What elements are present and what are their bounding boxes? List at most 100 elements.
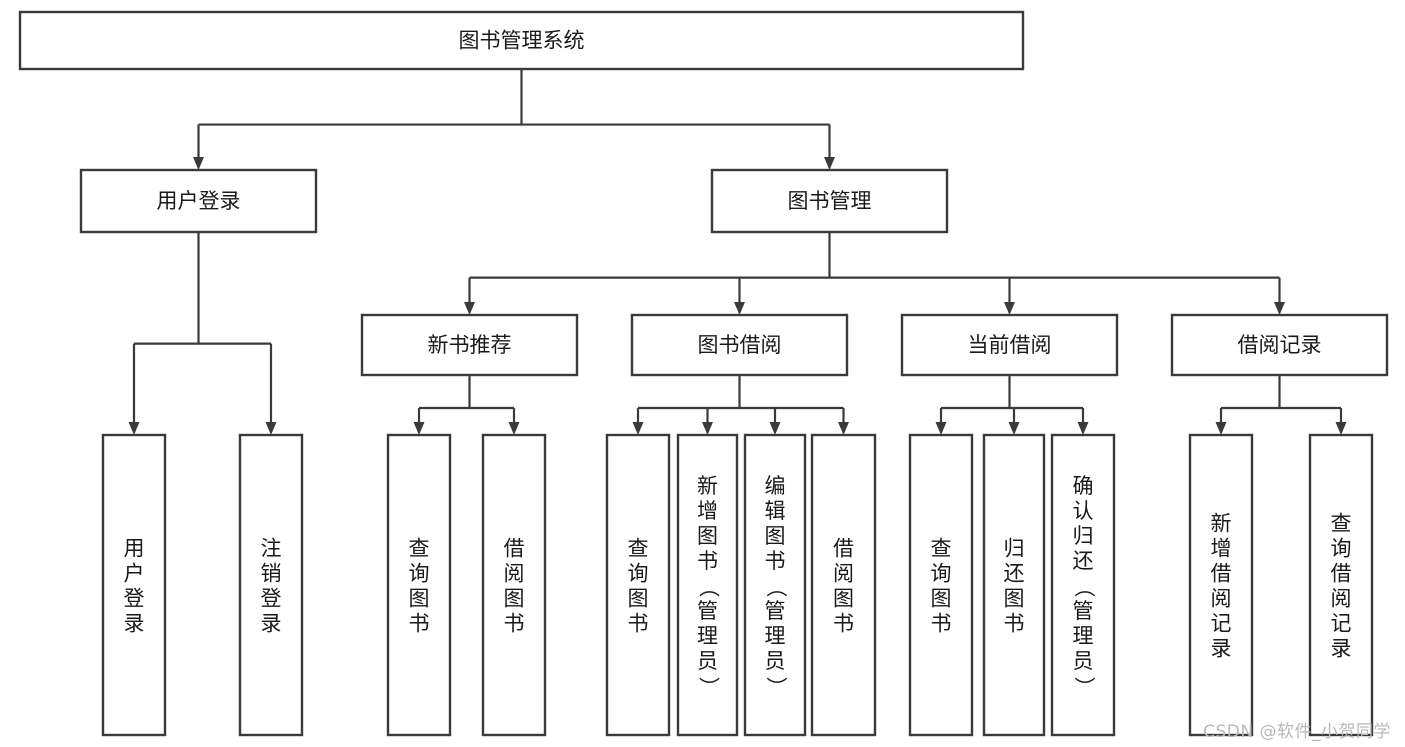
node-label-char: （: [1072, 577, 1096, 598]
node-label-char: 确: [1073, 474, 1094, 498]
node-borrow-record[interactable]: 借阅记录: [1170, 313, 1389, 377]
node-box: [908, 433, 974, 737]
node-box: [710, 168, 949, 234]
node-label-char: 查: [409, 537, 430, 561]
connector-arrow-icon: [508, 422, 520, 435]
node-label-char: 书: [765, 549, 786, 573]
node-label-char: 借: [504, 537, 525, 561]
connector-arrow-icon: [413, 422, 425, 435]
node-label-char: 阅: [1331, 587, 1352, 611]
node-label-char: 借: [1331, 562, 1352, 586]
node-label: 用户登录: [157, 189, 241, 213]
node-label-char: 管: [765, 599, 786, 623]
node-label-char: 图: [628, 587, 649, 611]
node-layer: 图书管理系统用户登录图书管理新书推荐图书借阅当前借阅借阅记录用户登录注销登录查询…: [18, 10, 1389, 737]
node-label-char: 理: [765, 624, 786, 648]
node-label-char: 录: [261, 612, 282, 636]
node-label-char: 图: [409, 587, 430, 611]
node-label-char: 阅: [1211, 587, 1232, 611]
node-label-char: 归: [1073, 524, 1094, 548]
node-current-borrow[interactable]: 当前借阅: [900, 313, 1119, 377]
node-box: [676, 433, 739, 737]
node-label-char: 书: [504, 612, 525, 636]
node-label-char: 增: [1211, 537, 1232, 561]
connector-arrow-icon: [632, 422, 644, 435]
node-label-char: 借: [1211, 562, 1232, 586]
node-label-char: 登: [261, 587, 282, 611]
connector-arrow-icon: [935, 422, 947, 435]
connector-arrow-icon: [734, 302, 745, 315]
node-label: 新书推荐: [428, 333, 512, 357]
node-label-char: 注: [261, 537, 282, 561]
node-label-char: 员: [765, 649, 786, 673]
node-label-char: 辑: [765, 499, 786, 523]
node-user-login[interactable]: 用户登录: [79, 168, 318, 234]
node-label-char: 户: [124, 562, 145, 586]
node-label-char: 借: [833, 537, 854, 561]
connector-arrow-icon: [464, 302, 475, 315]
node-box: [386, 433, 452, 737]
connector-arrow-icon: [1077, 422, 1089, 435]
node-label-char: 图: [765, 524, 786, 548]
node-box: [605, 433, 671, 737]
node-label-char: 查: [931, 537, 952, 561]
node-label-char: 管: [697, 599, 718, 623]
node-box: [1170, 313, 1389, 377]
connector-arrow-icon: [769, 422, 781, 435]
node-label-char: 录: [1331, 637, 1352, 661]
node-box: [1050, 433, 1116, 737]
node-label-char: （: [764, 577, 788, 598]
node-label-char: （: [697, 577, 721, 598]
node-box: [1308, 433, 1374, 737]
node-label-char: 书: [931, 612, 952, 636]
node-label-char: 还: [1073, 549, 1094, 573]
node-label-char: 记: [1211, 612, 1232, 636]
node-label-char: 图: [697, 524, 718, 548]
node-label-char: 查: [1331, 512, 1352, 536]
node-label-char: 录: [124, 612, 145, 636]
connector-arrow-icon: [193, 157, 204, 170]
node-label-char: 图: [931, 587, 952, 611]
connector-arrow-icon: [702, 422, 713, 435]
node-leaf-user-login[interactable]: 用户登录: [101, 433, 167, 737]
node-label-char: 新: [1211, 512, 1232, 536]
node-label-char: ）: [764, 677, 788, 698]
node-label-char: 编: [765, 474, 786, 498]
watermark-text: CSDN @软件_小贺同学: [1203, 722, 1391, 742]
node-root[interactable]: 图书管理系统: [18, 10, 1025, 71]
node-label-char: 增: [697, 499, 718, 523]
node-label-char: ）: [697, 677, 721, 698]
node-label-char: 图: [504, 587, 525, 611]
node-label-char: 询: [409, 562, 430, 586]
node-label-char: 询: [931, 562, 952, 586]
connector-arrow-icon: [1274, 302, 1285, 315]
node-label-char: 图: [833, 587, 854, 611]
connector-arrow-icon: [1004, 302, 1015, 315]
node-label: 图书管理系统: [459, 29, 585, 53]
node-label-char: 理: [1073, 624, 1094, 648]
node-label: 图书借阅: [698, 333, 782, 357]
node-label-char: 书: [409, 612, 430, 636]
node-new-book-rec[interactable]: 新书推荐: [360, 313, 579, 377]
connector-layer: [128, 69, 1347, 435]
node-label: 借阅记录: [1238, 333, 1322, 357]
node-book-manage[interactable]: 图书管理: [710, 168, 949, 234]
node-label-char: 书: [833, 612, 854, 636]
node-label-char: ）: [1072, 677, 1096, 698]
node-label-char: 询: [628, 562, 649, 586]
node-label-char: 询: [1331, 537, 1352, 561]
node-box: [900, 313, 1119, 377]
node-book-borrow[interactable]: 图书借阅: [630, 313, 849, 377]
